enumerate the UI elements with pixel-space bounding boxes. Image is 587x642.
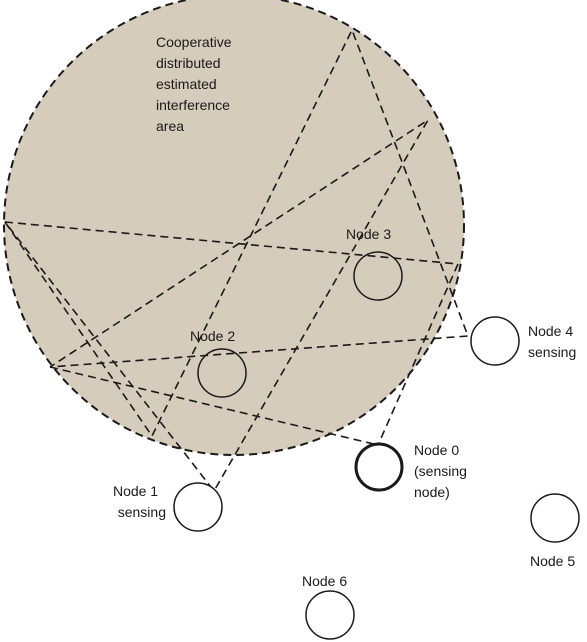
node-4-label-line-2: sensing xyxy=(528,344,576,360)
chord-star xyxy=(4,27,470,493)
node-6-circle xyxy=(305,590,355,640)
node-6-label: Node 6 xyxy=(302,573,347,589)
node-0-label-line-2: (sensing xyxy=(414,463,467,479)
node-3-label-line-1: Node 3 xyxy=(346,226,391,242)
node-4-label: Node 4 sensing xyxy=(528,323,577,360)
node-6-label-line-1: Node 6 xyxy=(302,573,347,589)
chord-horizontal xyxy=(4,221,459,265)
node-3-circle xyxy=(353,251,403,301)
area-label-line-3: estimated xyxy=(156,76,217,92)
node-1-label-line-2: sensing xyxy=(118,504,166,520)
node-1-label: Node 1 sensing xyxy=(113,483,166,520)
area-label-line-4: interference xyxy=(156,97,230,113)
node-0-label-line-3: node) xyxy=(414,484,450,500)
node-0-label-line-1: Node 0 xyxy=(414,442,459,458)
chord-to-node0 xyxy=(377,263,459,446)
node-4-label-line-1: Node 4 xyxy=(528,323,573,339)
node-4-circle xyxy=(470,316,520,366)
node-1-circle xyxy=(173,482,223,532)
nodes xyxy=(173,251,580,640)
node-3-label: Node 3 xyxy=(346,226,391,242)
chord-left-node0 xyxy=(49,366,379,446)
node-2-circle xyxy=(197,348,247,398)
node-1-label-line-1: Node 1 xyxy=(113,483,158,499)
node-2-label: Node 2 xyxy=(190,328,235,344)
node-0-label: Node 0 (sensing node) xyxy=(414,442,471,500)
area-label-line-5: area xyxy=(156,118,184,134)
area-label-line-2: distributed xyxy=(156,55,221,71)
node-5-label-line-1: Node 5 xyxy=(530,553,575,569)
estimation-chords xyxy=(4,27,470,493)
node-5-circle xyxy=(530,493,580,543)
node-5-label: Node 5 xyxy=(530,553,575,569)
area-label-line-1: Cooperative xyxy=(156,34,232,50)
interference-area xyxy=(3,0,465,456)
node-0-circle xyxy=(354,442,404,492)
area-label: Cooperative distributed estimated interf… xyxy=(156,34,235,134)
node-2-label-line-1: Node 2 xyxy=(190,328,235,344)
